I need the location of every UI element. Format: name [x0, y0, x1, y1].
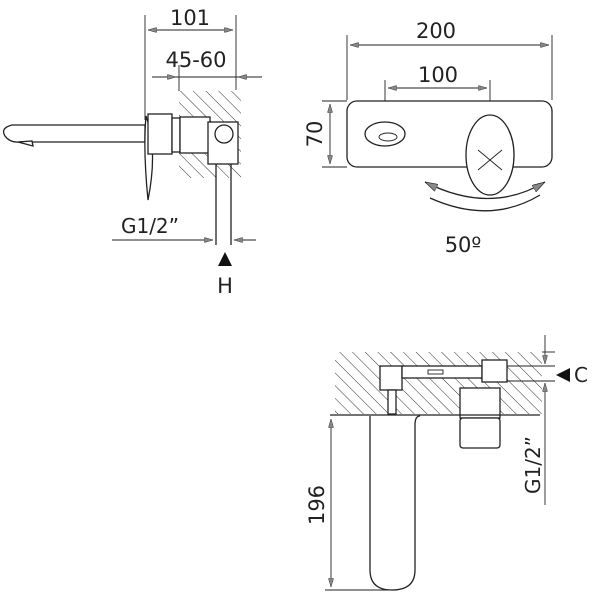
cover-arrow-icon — [556, 368, 570, 382]
top-view: C G1/2” 196 — [305, 335, 588, 591]
dim-total-label: 101 — [170, 6, 210, 30]
valve-circle — [214, 124, 234, 144]
spout-outlet — [364, 121, 406, 147]
cover-label: C — [574, 363, 588, 387]
dim-height-label: 70 — [303, 121, 327, 148]
spout — [2, 124, 146, 143]
handle — [465, 114, 515, 196]
dim-wall-label: 45-60 — [165, 48, 226, 72]
inlet-arrow-icon — [218, 252, 232, 266]
inlet-label: H — [217, 274, 233, 298]
side-view: 101 45-60 G1/2” H — [2, 6, 262, 298]
front-view: 200 100 70 50º — [303, 19, 553, 257]
dim-spout-label: 196 — [305, 485, 329, 525]
rotation-arc — [425, 182, 545, 200]
spout-top — [369, 415, 421, 591]
dim-center-label: 100 — [418, 63, 458, 87]
dim-width-label: 200 — [416, 19, 456, 43]
wall-hatch-top — [335, 352, 542, 414]
thread-label-top: G1/2” — [521, 436, 545, 494]
thread-label: G1/2” — [121, 214, 179, 238]
rotation-angle-label: 50º — [445, 233, 482, 257]
